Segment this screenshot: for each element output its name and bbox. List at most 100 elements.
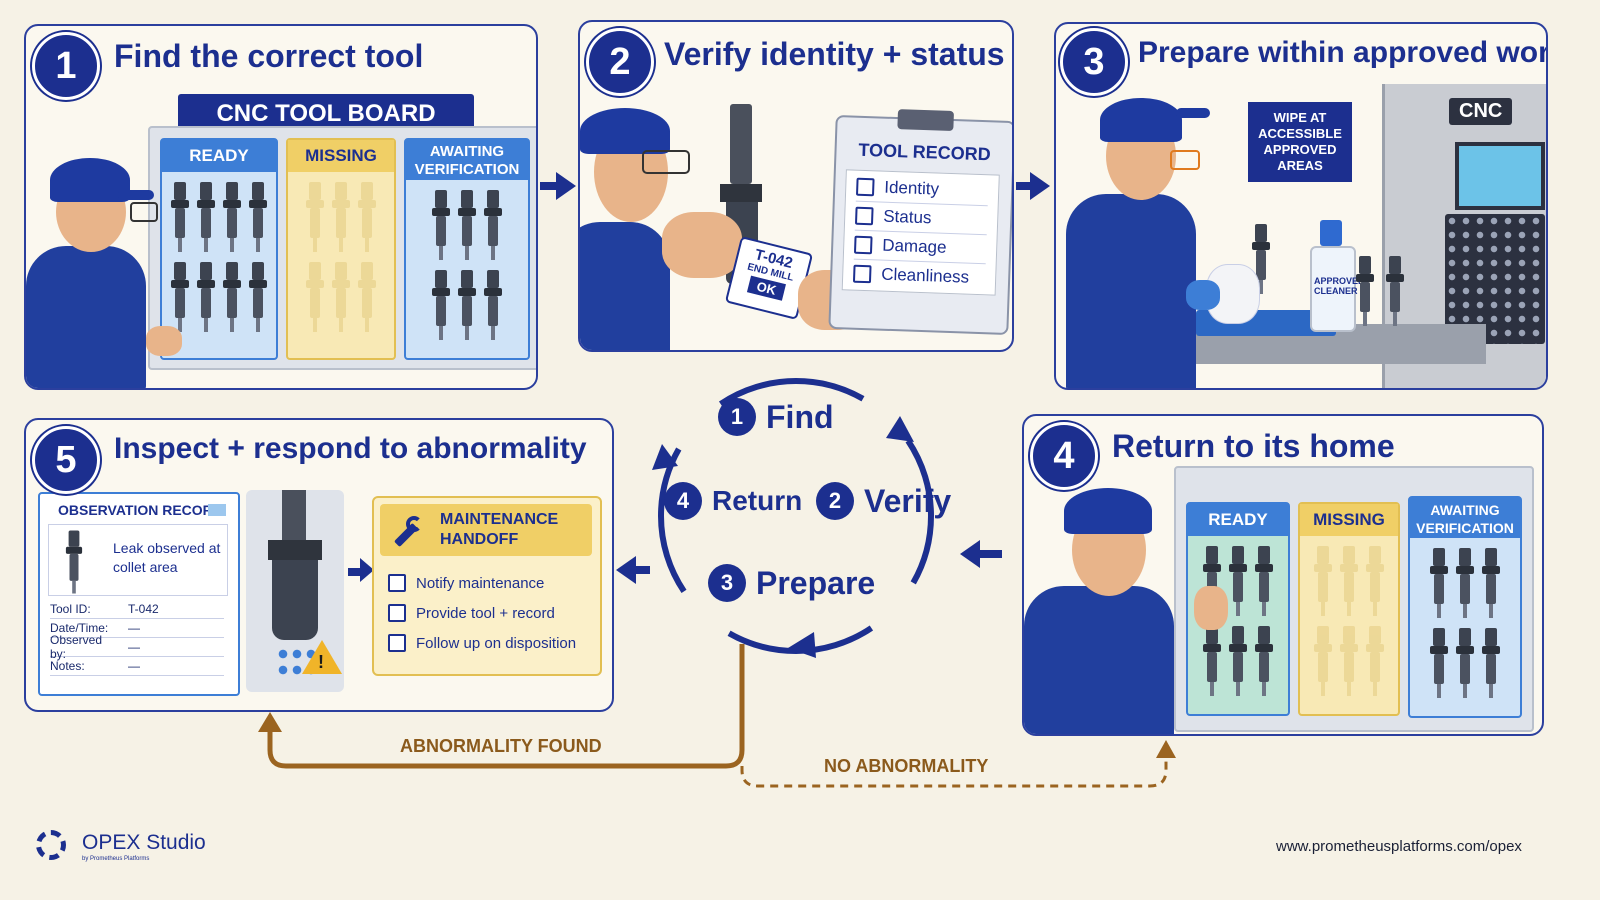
board-col-missing: MISSING	[286, 138, 396, 360]
tool-record-list: Identity Status Damage Cleanliness	[841, 169, 1000, 296]
tool-holder	[1229, 626, 1247, 696]
tool-holder	[197, 182, 215, 252]
checkbox[interactable]	[853, 235, 873, 255]
tool-board: READY MISSING AWAITING VERIFICAT	[1174, 466, 1534, 732]
tool-holder	[1203, 626, 1221, 696]
worker-figure	[580, 102, 730, 350]
tool-holder	[484, 270, 502, 340]
checkbox[interactable]	[855, 177, 875, 197]
handoff-title: MAINTENANCE HANDOFF	[440, 511, 559, 548]
tool-holder	[1482, 628, 1500, 698]
observation-field: Observed by:—	[50, 633, 224, 661]
step-3-panel: 3 Prepare within approved work CNC WIPE …	[1054, 22, 1548, 390]
gloved-hand	[1186, 280, 1220, 310]
step-3-number: 3	[1060, 28, 1128, 96]
tool-outline	[358, 182, 376, 252]
tool-holder	[1356, 256, 1374, 326]
brand-name: OPEX Studio	[82, 831, 206, 854]
cycle-label: Return	[712, 485, 803, 516]
arrow-right-icon	[1030, 172, 1050, 200]
cycle-step-verify: 2 Verify	[816, 482, 951, 520]
step-1-panel: 1 Find the correct tool CNC TOOL BOARD R…	[24, 24, 538, 390]
handoff-item[interactable]: Provide tool + record	[388, 598, 588, 628]
awaiting-tools	[1422, 538, 1508, 708]
cycle-number: 1	[718, 398, 756, 436]
cycle-arrowhead	[788, 632, 816, 658]
field-label: Tool ID:	[50, 602, 91, 616]
tool-holder	[484, 190, 502, 260]
observation-field: Tool ID:T-042	[50, 600, 224, 619]
arrow-left-icon	[960, 540, 980, 568]
cycle-number: 2	[816, 482, 854, 520]
record-item[interactable]: Cleanliness	[852, 260, 986, 293]
cycle-arrowhead	[886, 416, 914, 442]
tool-holder	[1255, 546, 1273, 616]
arrow-right-icon	[556, 172, 576, 200]
tool-outline	[358, 262, 376, 332]
tool-outline	[332, 182, 350, 252]
footer-url[interactable]: www.prometheusplatforms.com/opex	[1276, 838, 1522, 855]
tool-holder	[197, 262, 215, 332]
field-value: —	[128, 640, 140, 654]
checkbox[interactable]	[388, 634, 406, 652]
tool-holder	[1386, 256, 1404, 326]
board-col-awaiting: AWAITING VERIFICATION	[404, 138, 530, 360]
tool-holder	[1252, 224, 1270, 294]
spray-bottle: APPROVED CLEANER	[1306, 220, 1365, 332]
tool-holder	[1456, 628, 1474, 698]
checkbox[interactable]	[854, 206, 874, 226]
field-value: —	[128, 659, 140, 673]
tool-holder	[1482, 548, 1500, 618]
leaking-tool-image: !	[246, 490, 344, 692]
tool-holder	[171, 182, 189, 252]
arrow-left-icon	[616, 556, 636, 584]
arrow-cycle-to-5-shaft	[634, 566, 650, 574]
observation-field: Notes: —	[50, 657, 224, 676]
record-item-label: Damage	[881, 235, 947, 257]
awaiting-tools	[424, 180, 510, 350]
step-1-number: 1	[32, 32, 100, 100]
checkbox[interactable]	[852, 264, 872, 284]
worker-figure	[1024, 476, 1234, 734]
step-1-title: Find the correct tool	[114, 38, 424, 74]
step-2-title: Verify identity + status	[664, 36, 1005, 72]
tool-holder	[65, 530, 83, 594]
observation-photo: Leak observed at collet area	[48, 524, 228, 596]
warning-mark: !	[318, 652, 324, 672]
handoff-item-label: Notify maintenance	[416, 574, 545, 592]
record-item[interactable]: Status	[854, 201, 988, 236]
tool-holder	[223, 182, 241, 252]
field-value: —	[128, 621, 140, 635]
cycle-label: Find	[766, 398, 834, 435]
record-item[interactable]: Identity	[855, 172, 989, 207]
step-4-number: 4	[1030, 422, 1098, 490]
step-5-number: 5	[32, 426, 100, 494]
tool-holder	[171, 262, 189, 332]
tool-holder	[1430, 548, 1448, 618]
step-5-panel: 5 Inspect + respond to abnormality OBSER…	[24, 418, 614, 712]
arrow-shaft	[348, 568, 362, 576]
missing-tool-outlines	[1306, 536, 1392, 706]
wrench-icon	[392, 516, 422, 548]
checkbox[interactable]	[388, 604, 406, 622]
tool-holder	[1456, 548, 1474, 618]
checkbox[interactable]	[388, 574, 406, 592]
board-col-ready: READY	[160, 138, 278, 360]
step-4-title: Return to its home	[1112, 428, 1395, 464]
arrow-4-to-cycle-shaft	[978, 550, 1002, 558]
handoff-list: Notify maintenance Provide tool + record…	[388, 568, 588, 658]
tool-holder	[1229, 546, 1247, 616]
record-item-label: Status	[882, 206, 932, 228]
worker-figure	[1056, 84, 1260, 388]
cycle-label: Prepare	[756, 564, 876, 601]
field-label: Notes:	[50, 659, 85, 673]
ready-tools	[163, 172, 275, 342]
record-item[interactable]: Damage	[853, 230, 987, 265]
tool-holder	[458, 190, 476, 260]
tool-outline	[1366, 626, 1384, 696]
branch-no-abnormality-label: NO ABNORMALITY	[824, 756, 989, 776]
handoff-item[interactable]: Follow up on disposition	[388, 628, 588, 658]
cycle-diagram	[652, 378, 934, 658]
col-ready-label: READY	[162, 140, 276, 172]
handoff-item[interactable]: Notify maintenance	[388, 568, 588, 598]
